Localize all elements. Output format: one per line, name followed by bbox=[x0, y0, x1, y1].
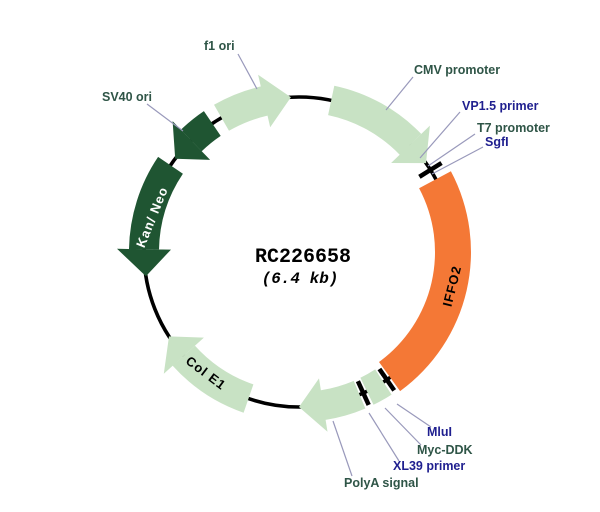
mlui-site-tick bbox=[377, 367, 397, 392]
plasmid-title: RC226658 bbox=[255, 246, 351, 269]
sv40-ori-leader bbox=[146, 103, 184, 132]
sgfi-site-tick bbox=[418, 161, 443, 179]
vp15-primer-leader bbox=[419, 111, 461, 159]
polya-signal-leader bbox=[332, 420, 353, 477]
vp15-primer-label: VP1.5 primer bbox=[462, 99, 539, 113]
xl39-primer-tick bbox=[355, 380, 371, 406]
sv40-ori-arrow bbox=[172, 111, 221, 160]
orf-arc bbox=[379, 171, 471, 392]
col-e1-arrow bbox=[163, 336, 254, 413]
sgfi-site-label: SgfI bbox=[485, 135, 509, 149]
t7-promoter-label: T7 promoter bbox=[477, 121, 550, 135]
mlui-site-leader bbox=[396, 403, 432, 428]
f1-ori-label: f1 ori bbox=[204, 39, 235, 53]
polya-signal-label: PolyA signal bbox=[344, 476, 419, 490]
myc-ddk-leader bbox=[384, 407, 422, 446]
t7-promoter-leader bbox=[427, 133, 476, 167]
sv40-ori-label: SV40 ori bbox=[102, 90, 152, 104]
xl39-primer-label: XL39 primer bbox=[393, 459, 465, 473]
myc-ddk-label: Myc-DDK bbox=[417, 443, 473, 457]
sgfi-site-leader bbox=[431, 146, 484, 175]
polya-signal-arrow bbox=[299, 378, 366, 432]
mlui-site-label: MluI bbox=[427, 425, 452, 439]
cmv-promoter-arrow bbox=[328, 85, 430, 164]
plasmid-size: (6.4 kb) bbox=[262, 270, 339, 288]
myc-ddk-segment bbox=[360, 369, 392, 405]
f1-ori-arrow bbox=[214, 74, 291, 131]
cmv-promoter-label: CMV promoter bbox=[414, 63, 500, 77]
cmv-promoter-leader bbox=[385, 76, 414, 111]
xl39-primer-leader bbox=[368, 412, 400, 462]
kan-neo-arrow bbox=[117, 156, 183, 277]
f1-ori-leader bbox=[237, 53, 258, 90]
